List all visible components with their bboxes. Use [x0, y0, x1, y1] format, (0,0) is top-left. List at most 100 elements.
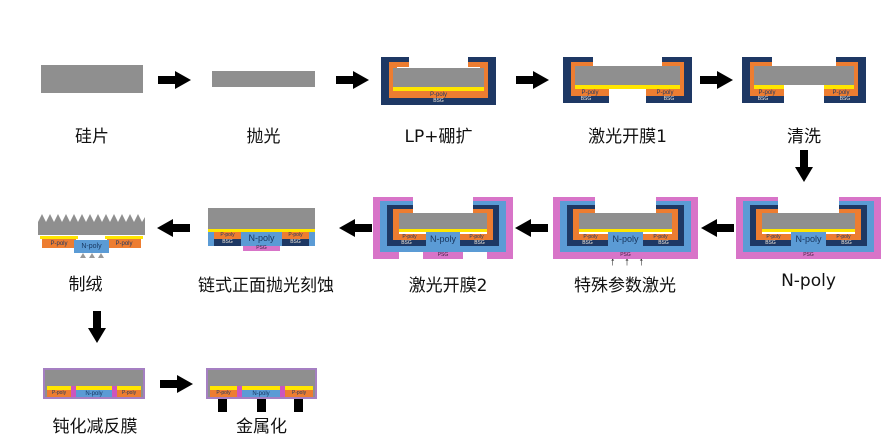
step-label-texturing: 制绒	[68, 275, 103, 295]
psg-layer	[423, 252, 463, 259]
metal-contact	[257, 399, 266, 412]
wafer-layer	[579, 213, 672, 229]
bsg-layer	[742, 96, 784, 103]
psg-layer	[553, 252, 698, 259]
p-poly-layer	[282, 232, 309, 239]
p-poly-layer	[662, 62, 684, 67]
n-poly-layer	[426, 232, 460, 246]
p-poly-layer	[571, 62, 593, 67]
wafer-layer	[41, 65, 143, 93]
n-poly-layer	[608, 232, 643, 246]
step-label-clean: 清洗	[787, 127, 821, 147]
structure-silicon-wafer	[41, 65, 143, 93]
p-poly-layer	[468, 62, 488, 67]
psg-layer	[736, 197, 778, 201]
n-poly-layer	[867, 201, 874, 252]
p-poly-layer	[855, 209, 861, 240]
p-poly-layer	[117, 390, 141, 397]
laser-up-arrows-icon: ↑↑↑	[610, 257, 644, 268]
p-poly-layer	[480, 62, 488, 98]
bsg-layer	[493, 205, 499, 246]
structure-n-poly: P-poly P-poly BSG BSG N-poly PSG	[736, 197, 881, 259]
emitter-layer	[285, 386, 313, 390]
p-poly-layer	[676, 62, 684, 96]
bsg-layer	[750, 205, 778, 209]
n-poly-layer	[560, 246, 691, 252]
p-poly-layer	[643, 234, 678, 240]
psg-layer	[506, 197, 513, 259]
n-poly-layer	[656, 201, 691, 205]
structure-texturing: P-poly P-poly N-poly	[38, 210, 145, 258]
p-poly-layer	[826, 234, 861, 240]
p-poly-layer	[672, 209, 678, 240]
p-poly-layer	[47, 390, 71, 397]
psg-layer	[373, 197, 413, 201]
psg-layer	[874, 197, 881, 259]
flow-arrow-left-icon	[156, 218, 190, 238]
p-poly-layer	[107, 239, 141, 248]
n-poly-layer	[839, 201, 874, 205]
p-poly-layer	[210, 390, 237, 397]
n-poly-layer	[743, 201, 778, 205]
p-poly-layer	[839, 209, 861, 213]
up-arrow-icon: ↑	[638, 256, 645, 268]
n-poly-layer	[380, 201, 413, 205]
step-label-special-laser: 特殊参数激光	[574, 276, 676, 296]
p-poly-layer	[389, 91, 488, 98]
structure-clean: P-poly P-poly BSG BSG	[742, 57, 866, 103]
wafer-layer	[208, 208, 315, 229]
bsg-layer	[282, 239, 309, 246]
bsg-layer	[387, 240, 426, 246]
step-label-n-poly: N-poly	[781, 271, 836, 291]
p-poly-layer	[573, 209, 579, 240]
step-label-metallization: 金属化	[236, 417, 287, 437]
n-poly-layer	[380, 201, 387, 252]
structure-laser-open-2: P-poly P-poly BSG BSG N-poly PSG	[373, 197, 513, 259]
n-poly-layer	[560, 201, 567, 252]
emitter-layer	[575, 85, 680, 89]
metal-contact	[294, 399, 303, 412]
n-poly-layer	[473, 201, 506, 205]
metal-contact	[218, 399, 227, 412]
flow-arrow-left-icon	[700, 218, 734, 238]
bsg-layer	[563, 57, 593, 62]
p-poly-layer	[756, 234, 791, 240]
psg-layer	[656, 197, 698, 201]
wafer-layer	[754, 66, 854, 85]
bsg-layer	[839, 205, 867, 209]
emitter-layer	[210, 386, 237, 390]
p-poly-layer	[571, 89, 609, 96]
flow-arrow-down-icon	[794, 150, 814, 182]
step-label-passivation-arc: 钝化减反膜	[52, 417, 138, 437]
p-poly-layer	[393, 209, 399, 240]
bsg-layer	[858, 57, 866, 103]
psg-layer	[373, 252, 399, 259]
wafer-layer	[399, 213, 487, 229]
n-poly-layer	[380, 246, 506, 252]
bsg-layer	[381, 57, 389, 105]
flow-arrow-right-icon	[336, 70, 370, 90]
n-poly-layer	[76, 390, 112, 397]
psg-layer	[373, 197, 380, 259]
emitter-layer	[393, 87, 484, 91]
emitter-layer	[579, 229, 672, 232]
emitter-layer	[105, 236, 143, 239]
step-label-lp-boron: LP+硼扩	[404, 127, 473, 147]
bsg-layer	[742, 57, 750, 103]
bsg-layer	[861, 205, 867, 246]
flow-arrow-right-icon	[160, 374, 194, 394]
passivated-cell: P-poly N-poly P-poly	[206, 368, 317, 399]
n-poly-layer	[242, 390, 280, 397]
bsg-layer	[750, 240, 791, 246]
emitter-layer	[399, 229, 487, 232]
wafer-layer	[762, 213, 855, 229]
structure-passivation-arc: P-poly N-poly P-poly	[43, 368, 145, 399]
psg-separator	[280, 386, 285, 397]
p-poly-layer	[42, 239, 76, 248]
psg-layer	[736, 197, 743, 259]
p-poly-layer	[824, 89, 858, 96]
p-poly-layer	[214, 232, 241, 239]
bsg-layer	[567, 205, 573, 246]
emitter-layer	[76, 386, 112, 390]
step-label-polish: 抛光	[246, 127, 281, 147]
